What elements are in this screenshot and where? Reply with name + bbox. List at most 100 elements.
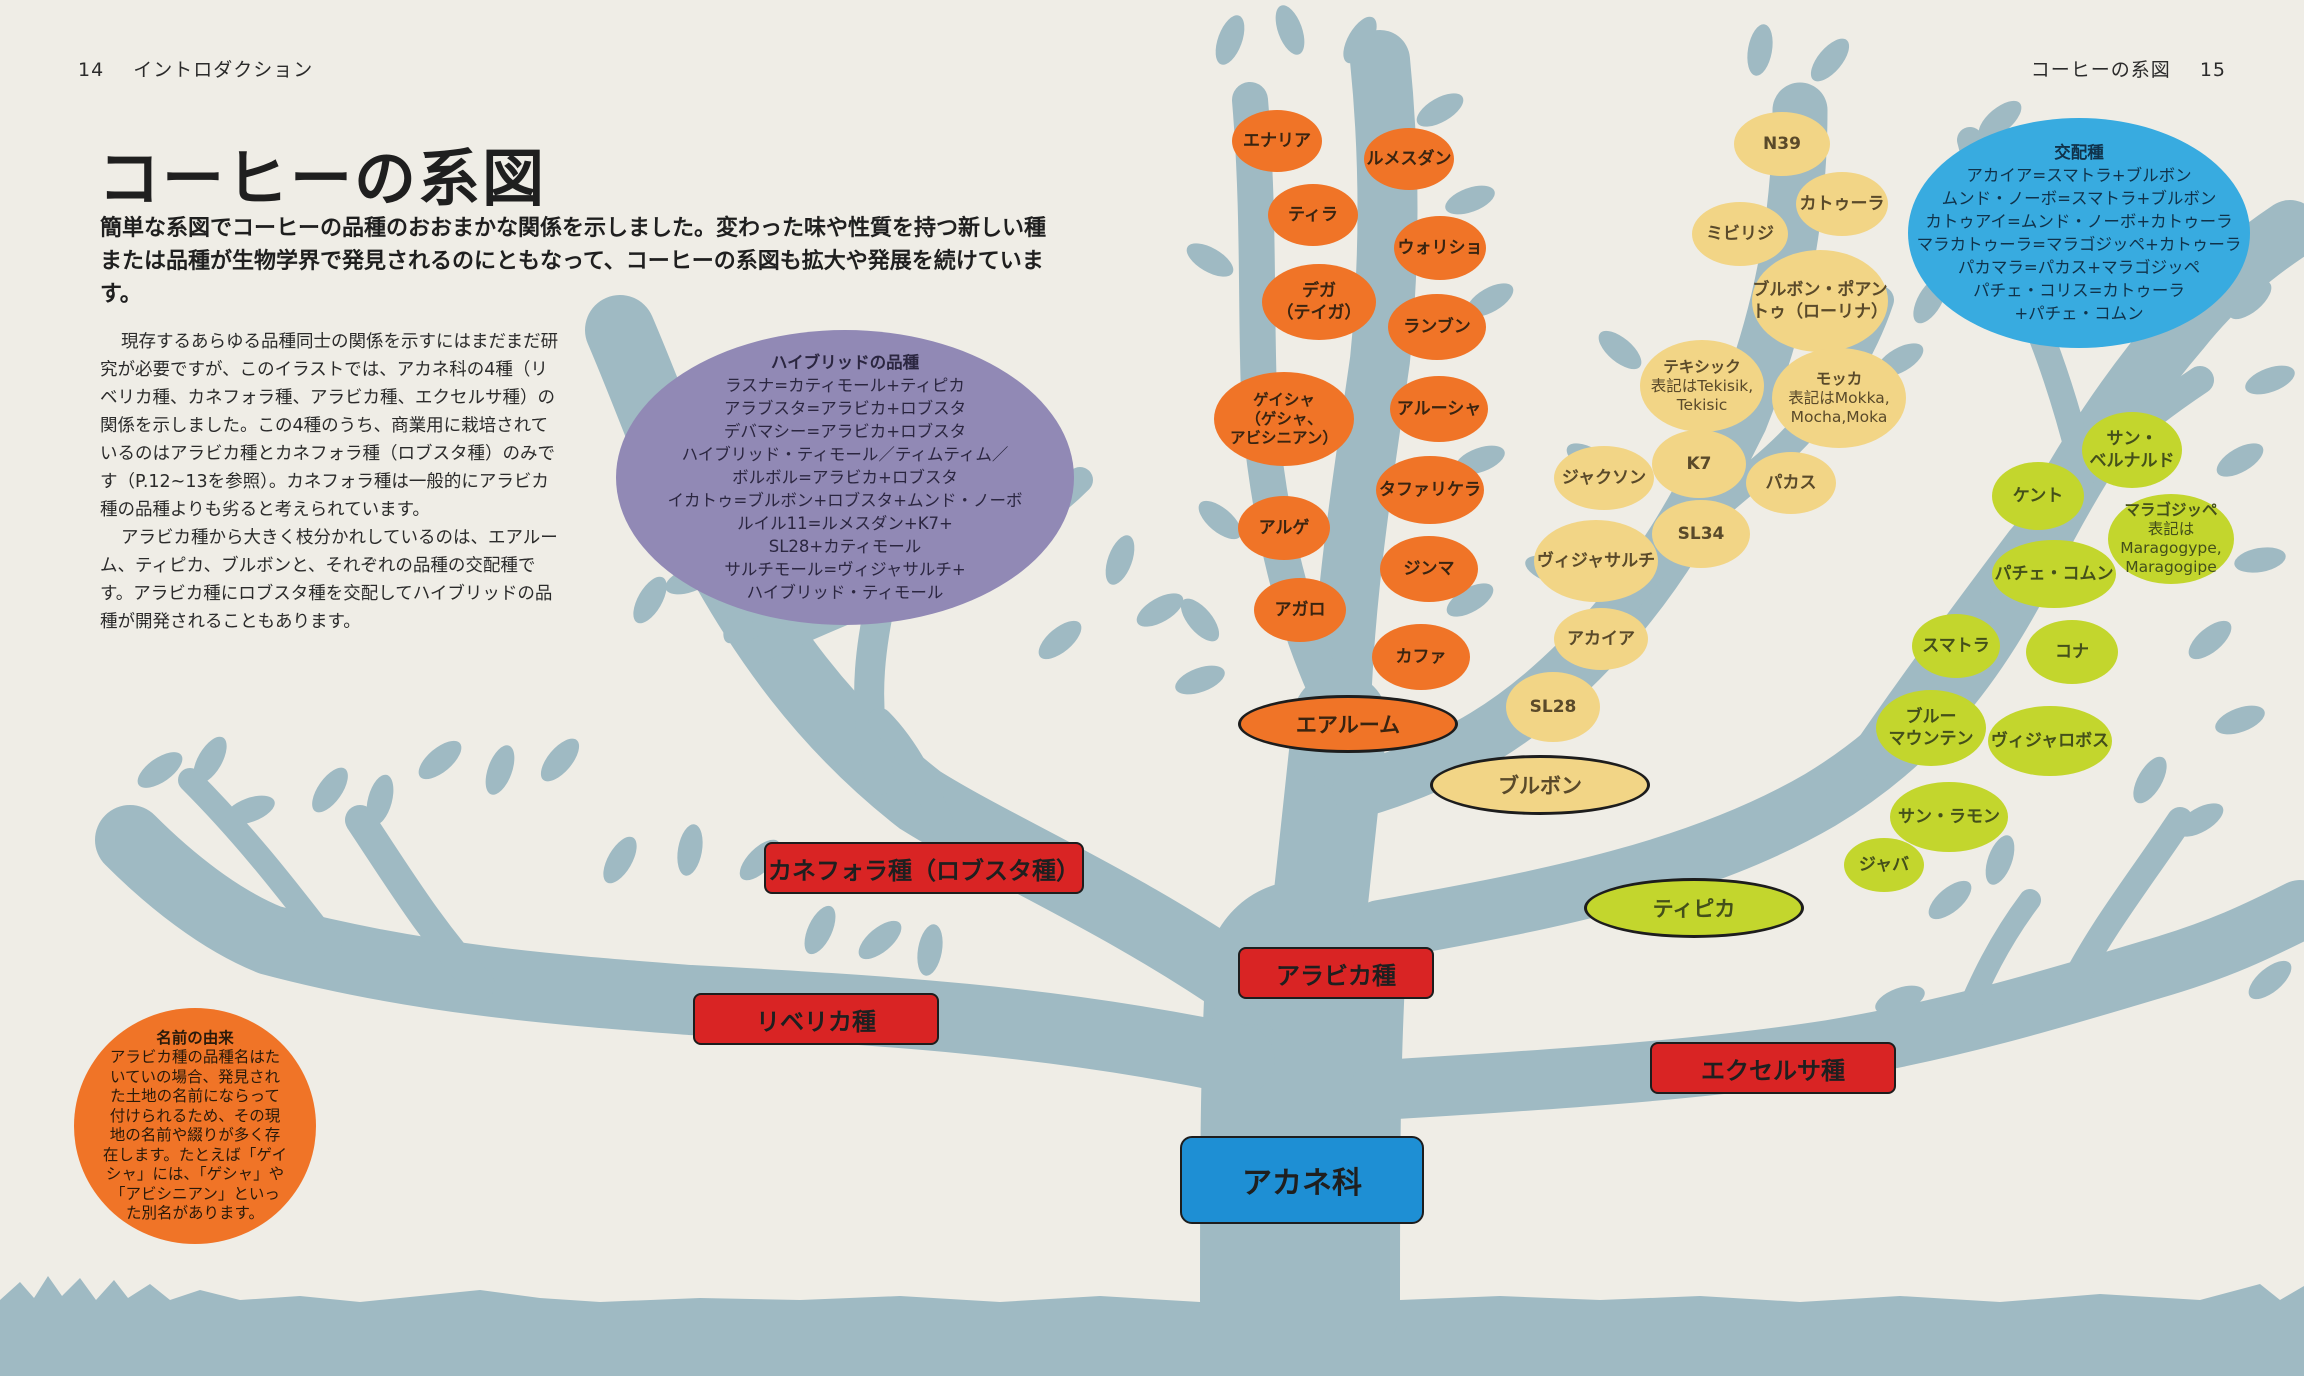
bourbon-variety-text: 表記はMokka, — [1788, 388, 1890, 407]
typica-variety-text: ブルー — [1905, 707, 1957, 727]
page-title: コーヒーの系図 — [98, 142, 547, 215]
crossbreed-line: ムンド・ノーボ=スマトラ+ブルボン — [1941, 189, 2217, 208]
hybrid-line: サルチモール=ヴィジャサルチ+ — [724, 560, 966, 579]
crossbreed-line: パカマラ=パカス+マラゴジッペ — [1957, 258, 2201, 277]
bourbon-variety-text: 表記はTekisik, — [1650, 376, 1754, 395]
heirloom-variety: ティラ — [1268, 184, 1358, 246]
bourbon-variety-text: パカス — [1765, 473, 1817, 493]
typica-variety: サン・ベルナルド — [2082, 412, 2182, 488]
body-paragraph-1: 現存するあらゆる品種同士の関係を示すにはまだまだ研究が必要ですが、このイラストで… — [100, 332, 559, 520]
hybrid-line: イカトゥ=ブルボン+ロブスタ+ムンド・ノーボ — [667, 491, 1023, 510]
name-origin-line: シャ」には、「ゲシャ」や — [105, 1165, 285, 1183]
bourbon-variety: SL34 — [1652, 500, 1750, 568]
page-header-right: コーヒーの系図 15 — [2031, 55, 2226, 82]
body-text: 現存するあらゆる品種同士の関係を示すにはまだまだ研究が必要ですが、このイラストで… — [100, 328, 565, 636]
bourbon-variety: ブルボン・ポアントゥ（ローリナ） — [1752, 250, 1888, 352]
page-header-left: 14 イントロダクション — [78, 55, 313, 82]
crossbreed-line: マラカトゥーラ=マラゴジッペ+カトゥーラ — [1916, 235, 2242, 254]
heirloom-variety: アガロ — [1254, 578, 1346, 642]
bourbon-variety-text: カトゥーラ — [1799, 194, 1885, 214]
heirloom-variety: ウォリショ — [1394, 216, 1486, 280]
heirloom-variety-text: （テイガ） — [1276, 303, 1362, 323]
hybrid-line: ルイル11=ルメスダン+K7+ — [737, 514, 953, 533]
page-number-right: 15 — [2199, 59, 2226, 81]
heirloom-variety: アルゲ — [1238, 496, 1330, 560]
grass-ground — [0, 1276, 2304, 1376]
bourbon-variety: モッカ表記はMokka,Mocha,Moka — [1772, 348, 1906, 448]
bourbon-variety-text: アカイア — [1567, 629, 1635, 649]
hybrid-heading: ハイブリッドの品種 — [770, 353, 920, 372]
hybrid-line: SL28+カティモール — [768, 537, 922, 556]
bourbon-variety: SL28 — [1506, 672, 1600, 742]
bourbon-variety-text: トゥ（ローリナ） — [1752, 302, 1888, 322]
bourbon-variety-text: ミビリジ — [1706, 224, 1774, 244]
typica-variety-text: ケント — [2012, 486, 2064, 506]
bourbon-variety-text: ヴィジャサルチ — [1536, 551, 1656, 571]
typica-variety-text: Maragogipe — [2125, 558, 2217, 576]
bourbon-variety-text: モッカ — [1815, 369, 1863, 388]
bourbon-variety-text: ブルボン・ポアン — [1752, 280, 1888, 300]
heirloom-variety: カファ — [1372, 624, 1470, 690]
group-heirloom-label: エアルーム — [1238, 695, 1458, 753]
crossbreed-line: パチェ・コリス=カトゥーラ — [1973, 281, 2185, 300]
typica-variety-text: スマトラ — [1922, 636, 1990, 656]
heirloom-variety-text: ゲイシャ — [1253, 390, 1315, 409]
bourbon-variety: ミビリジ — [1692, 202, 1788, 266]
heirloom-variety-text: カファ — [1395, 647, 1447, 667]
branch-liberica-twig2 — [178, 768, 342, 957]
typica-variety-text: コナ — [2055, 642, 2089, 662]
heirloom-variety-text: タファリケラ — [1379, 480, 1481, 500]
bourbon-variety-text: Tekisic — [1676, 395, 1728, 414]
heirloom-variety-text: ルメスダン — [1366, 149, 1452, 169]
name-origin-panel: 名前の由来 アラビカ種の品種名はた いていの場合、発見され た土地の名前にならっ… — [74, 1008, 316, 1244]
heirloom-variety-text: アビシニアン） — [1230, 428, 1338, 447]
hybrid-line: ボルボル=アラビカ+ロブスタ — [732, 468, 958, 487]
bourbon-variety-text: N39 — [1763, 134, 1801, 154]
heirloom-variety-text: （ゲシャ、 — [1245, 409, 1323, 428]
typica-variety-text: ジャバ — [1858, 855, 1910, 875]
crossbreed-line: アカイア=スマトラ+ブルボン — [1966, 166, 2192, 185]
hybrid-line: アラブスタ=アラビカ+ロブスタ — [723, 399, 967, 418]
name-origin-heading: 名前の由来 — [156, 1028, 234, 1047]
name-origin-line: 付けられるため、その現 — [109, 1106, 281, 1125]
branch-liberica-twig — [345, 805, 495, 1000]
section-name-right: コーヒーの系図 — [2030, 59, 2171, 81]
heirloom-variety-text: アガロ — [1274, 600, 1326, 620]
branch-excelsa-twig2 — [1949, 889, 2041, 1041]
heirloom-variety: ジンマ — [1380, 536, 1478, 602]
lead-paragraph: 簡単な系図でコーヒーの品種のおおまかな関係を示しました。変わった味や性質を持つ新… — [100, 216, 1047, 307]
name-origin-line: いていの場合、発見され — [109, 1067, 281, 1086]
species-canephora-label: カネフォラ種（ロブスタ種） — [764, 842, 1084, 894]
typica-variety: パチェ・コムン — [1992, 540, 2116, 608]
leaves — [137, 5, 2295, 1015]
name-origin-line: た別名があります。 — [126, 1204, 264, 1222]
typica-variety-text: パチェ・コムン — [1994, 564, 2114, 584]
crossbreeds-panel: 交配種 アカイア=スマトラ+ブルボン ムンド・ノーボ=スマトラ+ブルボン カトゥ… — [1908, 118, 2250, 348]
heirloom-variety: アルーシャ — [1390, 376, 1488, 442]
bourbon-variety-text: テキシック — [1663, 357, 1741, 376]
bourbon-variety-text: Mocha,Moka — [1790, 407, 1888, 426]
heirloom-variety-text: アルゲ — [1258, 518, 1310, 538]
heirloom-variety: ランブン — [1388, 294, 1486, 360]
family-rubiaceae-label: アカネ科 — [1180, 1136, 1424, 1224]
heirloom-variety-text: ティラ — [1288, 205, 1338, 225]
hybrid-line: ハイブリッド・ティモール — [746, 583, 944, 602]
bourbon-variety: パカス — [1746, 452, 1836, 514]
name-origin-line: 在します。たとえば「ゲイ — [102, 1145, 288, 1164]
hybrid-varieties-panel: ハイブリッドの品種 ラスナ=カティモール+ティピカ アラブスタ=アラビカ+ロブス… — [616, 330, 1074, 625]
heirloom-variety: ルメスダン — [1364, 128, 1454, 190]
species-arabica-label: アラビカ種 — [1238, 947, 1434, 999]
body-paragraph-2: アラビカ種から大きく枝分かれしているのは、エアルーム、ティピカ、ブルボンと、それ… — [100, 528, 558, 632]
branch-liberica — [95, 805, 1275, 1095]
group-typica-label: ティピカ — [1584, 878, 1804, 938]
crossbreed-line: +パチェ・コムン — [2014, 304, 2144, 323]
typica-variety: ケント — [1992, 462, 2084, 530]
bourbon-variety-text: SL28 — [1529, 697, 1577, 717]
heirloom-variety-text: アルーシャ — [1396, 399, 1482, 419]
bourbon-variety-text: K7 — [1686, 454, 1712, 474]
hybrid-line: ハイブリッド・ティモール／ティムティム／ — [681, 445, 1009, 464]
typica-variety: サン・ラモン — [1890, 782, 2008, 852]
typica-variety: ヴィジャロボス — [1988, 706, 2112, 776]
heirloom-variety-text: ランブン — [1403, 317, 1471, 337]
